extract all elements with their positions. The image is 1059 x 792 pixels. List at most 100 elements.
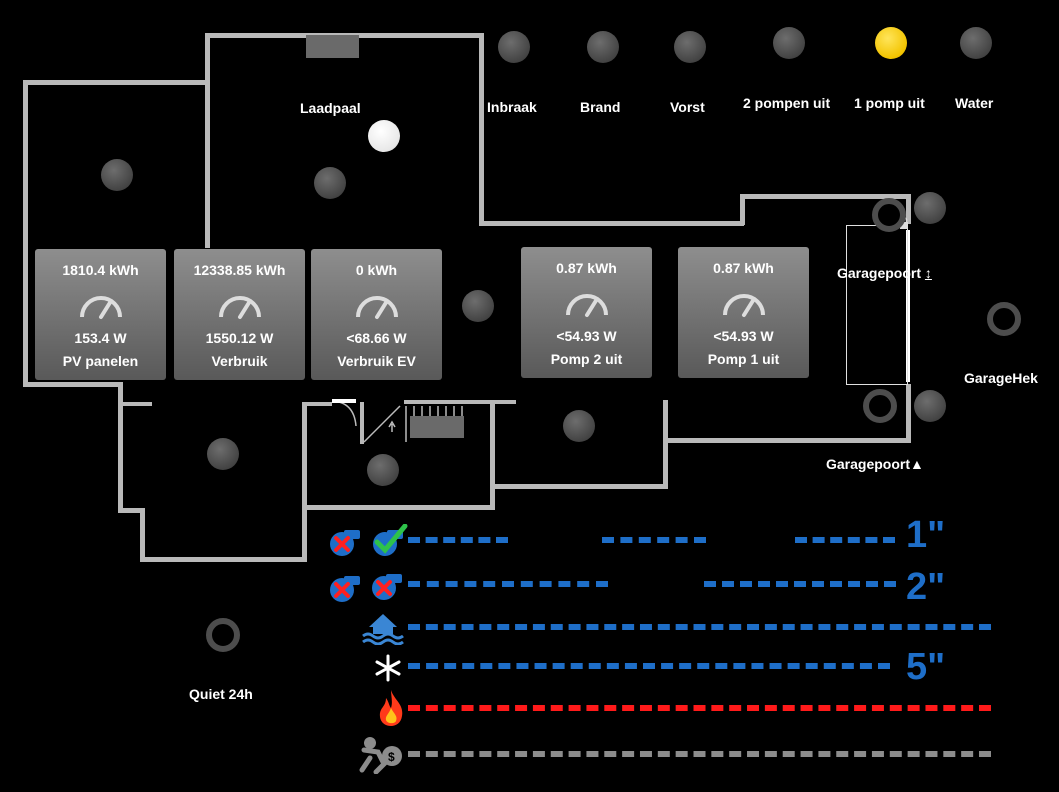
pump-on-icon[interactable] (371, 524, 409, 558)
flood-house-icon[interactable] (361, 609, 405, 645)
up-down-arrow-icon: ↕ (924, 265, 932, 281)
garagepoort2-label: Garagepoort▲ (826, 456, 924, 472)
wall (23, 80, 209, 85)
wall (23, 80, 28, 386)
alarm-vorst-lamp[interactable] (674, 31, 706, 63)
timeline-marker-2: 2" (906, 566, 946, 608)
wall (302, 505, 494, 510)
timeline-pumps-2 (408, 581, 608, 587)
tile-name: PV panelen (62, 353, 139, 369)
wall (23, 382, 123, 387)
wall (490, 402, 495, 510)
garagepoort-label[interactable]: Garagepoort ↕ (837, 265, 932, 281)
timeline-marker-5: 5" (906, 646, 946, 688)
timeline-pumps-2 (704, 581, 896, 587)
wall (740, 194, 745, 225)
wall (740, 194, 911, 199)
tile-energy: 0.87 kWh (556, 260, 617, 276)
alarm-brand-lamp[interactable] (587, 31, 619, 63)
laadpaal-label: Laadpaal (300, 100, 361, 116)
timeline-pumps-1 (408, 537, 508, 543)
gauge-icon (356, 296, 398, 319)
gauge-icon (566, 294, 608, 317)
wall (479, 33, 484, 225)
tile-name: Pomp 2 uit (550, 351, 623, 367)
timeline-fire (408, 705, 991, 711)
pomp-uit-1-label: 1 pomp uit (854, 95, 925, 111)
garagehek-sensor[interactable] (987, 302, 1021, 336)
tile-power: 1550.12 W (205, 330, 274, 346)
tile-energy: 0.87 kWh (713, 260, 774, 276)
brand-label: Brand (580, 99, 621, 115)
room-lamp[interactable] (101, 159, 133, 191)
garage-lamp[interactable] (914, 390, 946, 422)
alarm-1-pomp-lamp[interactable] (875, 27, 907, 59)
timeline-pumps-1 (602, 537, 706, 543)
fire-icon[interactable] (374, 688, 408, 728)
tile-pomp-2-uit[interactable]: 0.87 kWh <54.93 W Pomp 2 uit (521, 247, 652, 378)
wall (479, 221, 744, 226)
wall (663, 400, 668, 489)
wall (906, 230, 910, 382)
tile-energy: 12338.85 kWh (193, 262, 286, 278)
door-swing-icon (331, 399, 357, 427)
snowflake-icon[interactable] (374, 654, 402, 682)
garage-lamp[interactable] (914, 192, 946, 224)
wall (490, 484, 668, 489)
tile-power: <68.66 W (346, 330, 407, 346)
wall (906, 194, 911, 224)
svg-text:$: $ (388, 750, 395, 764)
vorst-label: Vorst (670, 99, 705, 115)
tile-verbruik-ev[interactable]: 0 kWh <68.66 W Verbruik EV (311, 249, 442, 380)
wall (663, 438, 911, 443)
timeline-marker-1: 1" (906, 514, 946, 556)
timeline-water (408, 624, 991, 630)
wall (140, 557, 306, 562)
garage-sensor[interactable] (863, 389, 897, 423)
room-lamp[interactable] (314, 167, 346, 199)
quiet-sensor[interactable] (206, 618, 240, 652)
wall (404, 400, 516, 404)
wall (118, 402, 152, 406)
tile-power: <54.93 W (556, 328, 617, 344)
garage-door-outline (846, 225, 908, 385)
quiet-label: Quiet 24h (189, 686, 253, 702)
pump-off-icon[interactable] (328, 526, 362, 558)
burglar-icon[interactable]: $ (358, 734, 404, 774)
garagepoort-text: Garagepoort (837, 265, 922, 281)
tile-pomp-1-uit[interactable]: 0.87 kWh <54.93 W Pomp 1 uit (678, 247, 809, 378)
tile-name: Pomp 1 uit (707, 351, 780, 367)
alarm-water-lamp[interactable] (960, 27, 992, 59)
laadpaal-lamp[interactable] (368, 120, 400, 152)
wall (906, 384, 911, 443)
garage-sensor[interactable] (872, 198, 906, 232)
tile-name: Verbruik (211, 353, 268, 369)
wall (302, 402, 307, 562)
alarm-2-pompen-lamp[interactable] (773, 27, 805, 59)
wall (140, 508, 145, 561)
water-label: Water (955, 95, 994, 111)
alarm-inbraak-lamp[interactable] (498, 31, 530, 63)
room-lamp[interactable] (207, 438, 239, 470)
pompen-uit-2-label: 2 pompen uit (743, 95, 831, 111)
stair-block (410, 416, 464, 438)
room-lamp[interactable] (367, 454, 399, 486)
tile-verbruik[interactable]: 12338.85 kWh 1550.12 W Verbruik (174, 249, 305, 380)
wall (302, 402, 332, 406)
wall (205, 33, 210, 248)
wall (360, 402, 364, 444)
tile-energy: 1810.4 kWh (62, 262, 139, 278)
pump-off-icon[interactable] (328, 572, 362, 604)
tile-power: 153.4 W (74, 330, 127, 346)
room-lamp[interactable] (462, 290, 494, 322)
inbraak-label: Inbraak (487, 99, 537, 115)
timeline-pumps-1 (795, 537, 895, 543)
wall (118, 508, 143, 513)
gauge-icon (219, 296, 261, 319)
room-lamp[interactable] (563, 410, 595, 442)
stairs-icon (363, 405, 463, 443)
tile-pv-panelen[interactable]: 1810.4 kWh 153.4 W PV panelen (35, 249, 166, 380)
pump-off-icon[interactable] (370, 570, 406, 602)
wall (118, 382, 123, 512)
